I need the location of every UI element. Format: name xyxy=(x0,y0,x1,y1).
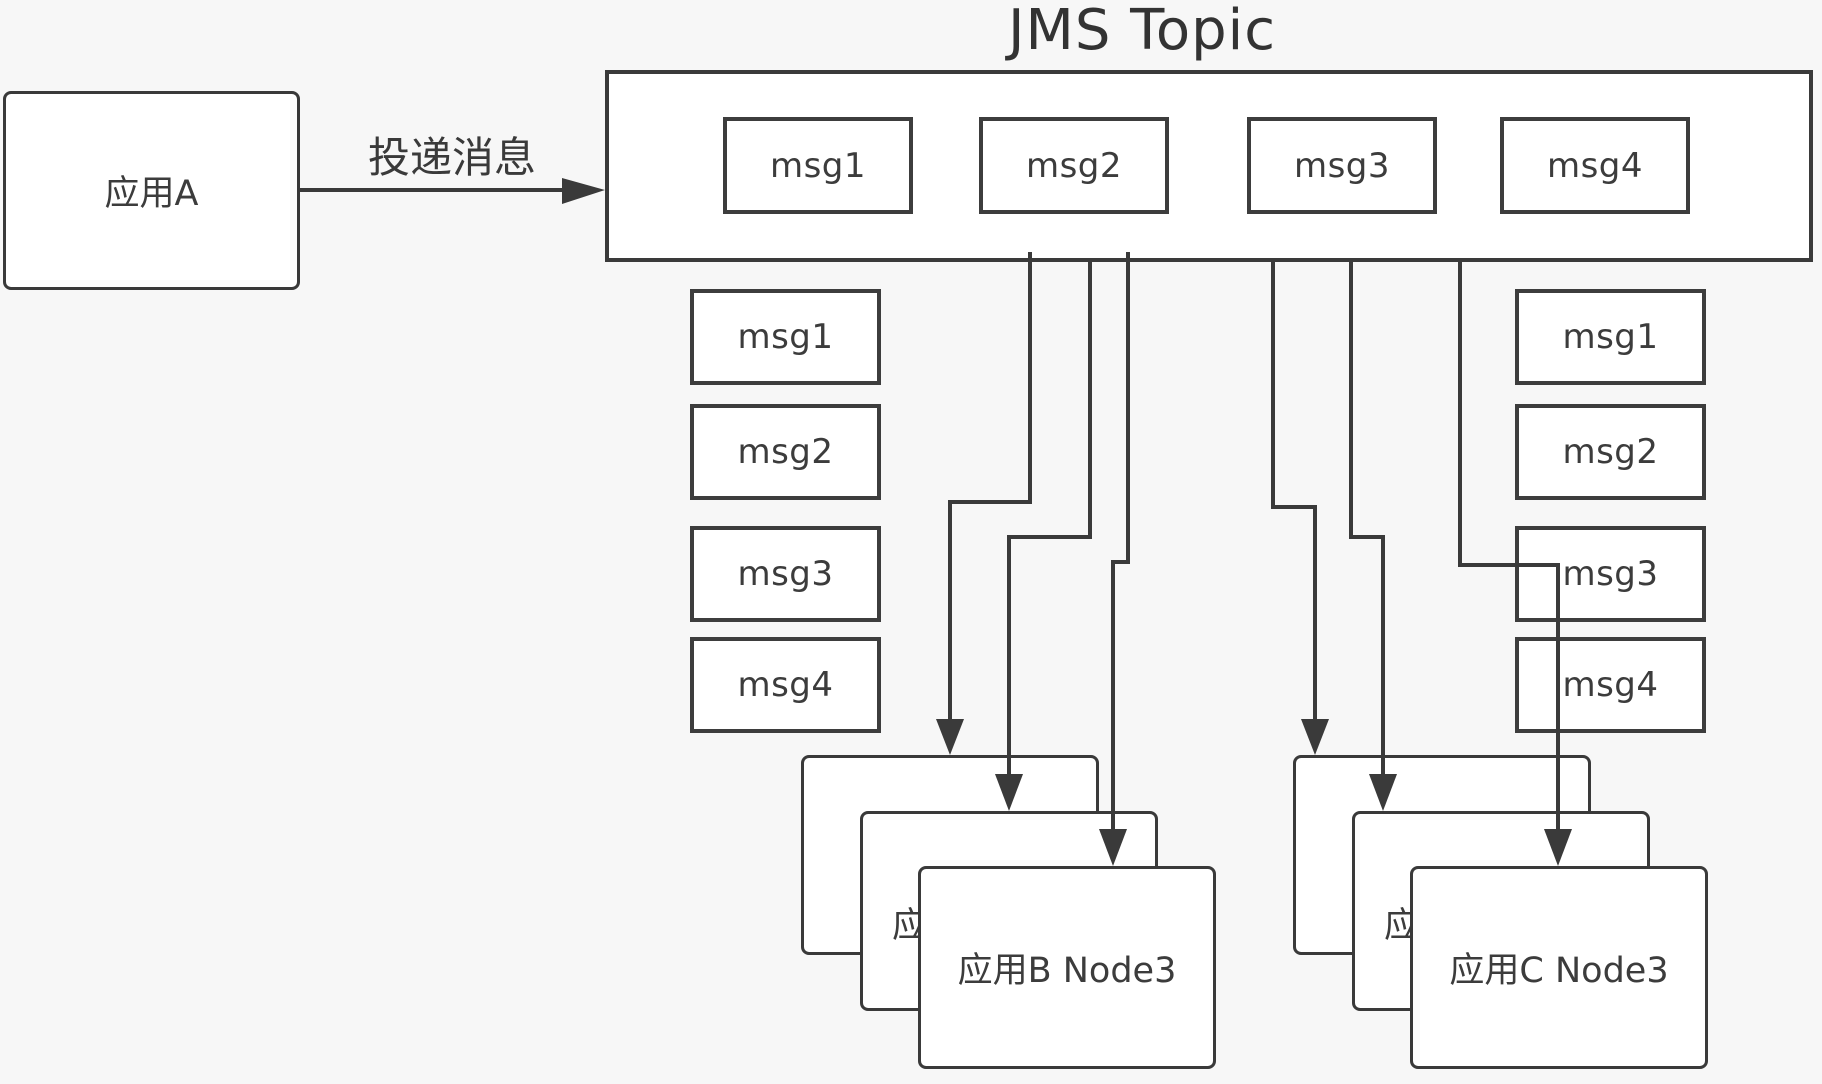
deliver-arrowhead xyxy=(562,178,605,204)
route-b2 xyxy=(1007,262,1092,780)
diagram-title: JMS Topic xyxy=(1008,0,1277,63)
arrowhead-c2 xyxy=(1369,774,1397,811)
route-c2 xyxy=(1349,262,1385,780)
route-b3 xyxy=(1111,252,1130,835)
right-queue-message-4: msg4 xyxy=(1515,637,1706,733)
producer-box: 应用A xyxy=(3,91,300,290)
deliver-message-label: 投递消息 xyxy=(368,133,537,182)
topic-message-4: msg4 xyxy=(1500,117,1690,214)
producer-label: 应用A xyxy=(104,174,199,214)
topic-message-3: msg3 xyxy=(1247,117,1437,214)
app-c-node-3-label: 应用C Node3 xyxy=(1449,951,1669,991)
app-b-node-3-label: 应用B Node3 xyxy=(957,951,1177,991)
arrowhead-b3 xyxy=(1099,829,1127,866)
arrowhead-b2 xyxy=(995,774,1023,811)
arrowhead-c1 xyxy=(1301,719,1329,755)
left-queue-message-4: msg4 xyxy=(690,637,881,733)
arrowhead-b1 xyxy=(936,719,964,755)
left-queue-message-1: msg1 xyxy=(690,289,881,385)
route-c1 xyxy=(1271,262,1317,725)
right-queue-message-3: msg3 xyxy=(1515,526,1706,622)
app-c-node-3: 应用C Node3 xyxy=(1410,866,1708,1069)
arrowhead-c3 xyxy=(1544,829,1572,866)
right-queue-message-2: msg2 xyxy=(1515,404,1706,500)
topic-message-2: msg2 xyxy=(979,117,1169,214)
route-b1 xyxy=(948,252,1032,725)
left-queue-message-3: msg3 xyxy=(690,526,881,622)
app-b-node-3: 应用B Node3 xyxy=(918,866,1216,1069)
route-c3 xyxy=(1458,262,1560,835)
topic-message-1: msg1 xyxy=(723,117,913,214)
right-queue-message-1: msg1 xyxy=(1515,289,1706,385)
left-queue-message-2: msg2 xyxy=(690,404,881,500)
